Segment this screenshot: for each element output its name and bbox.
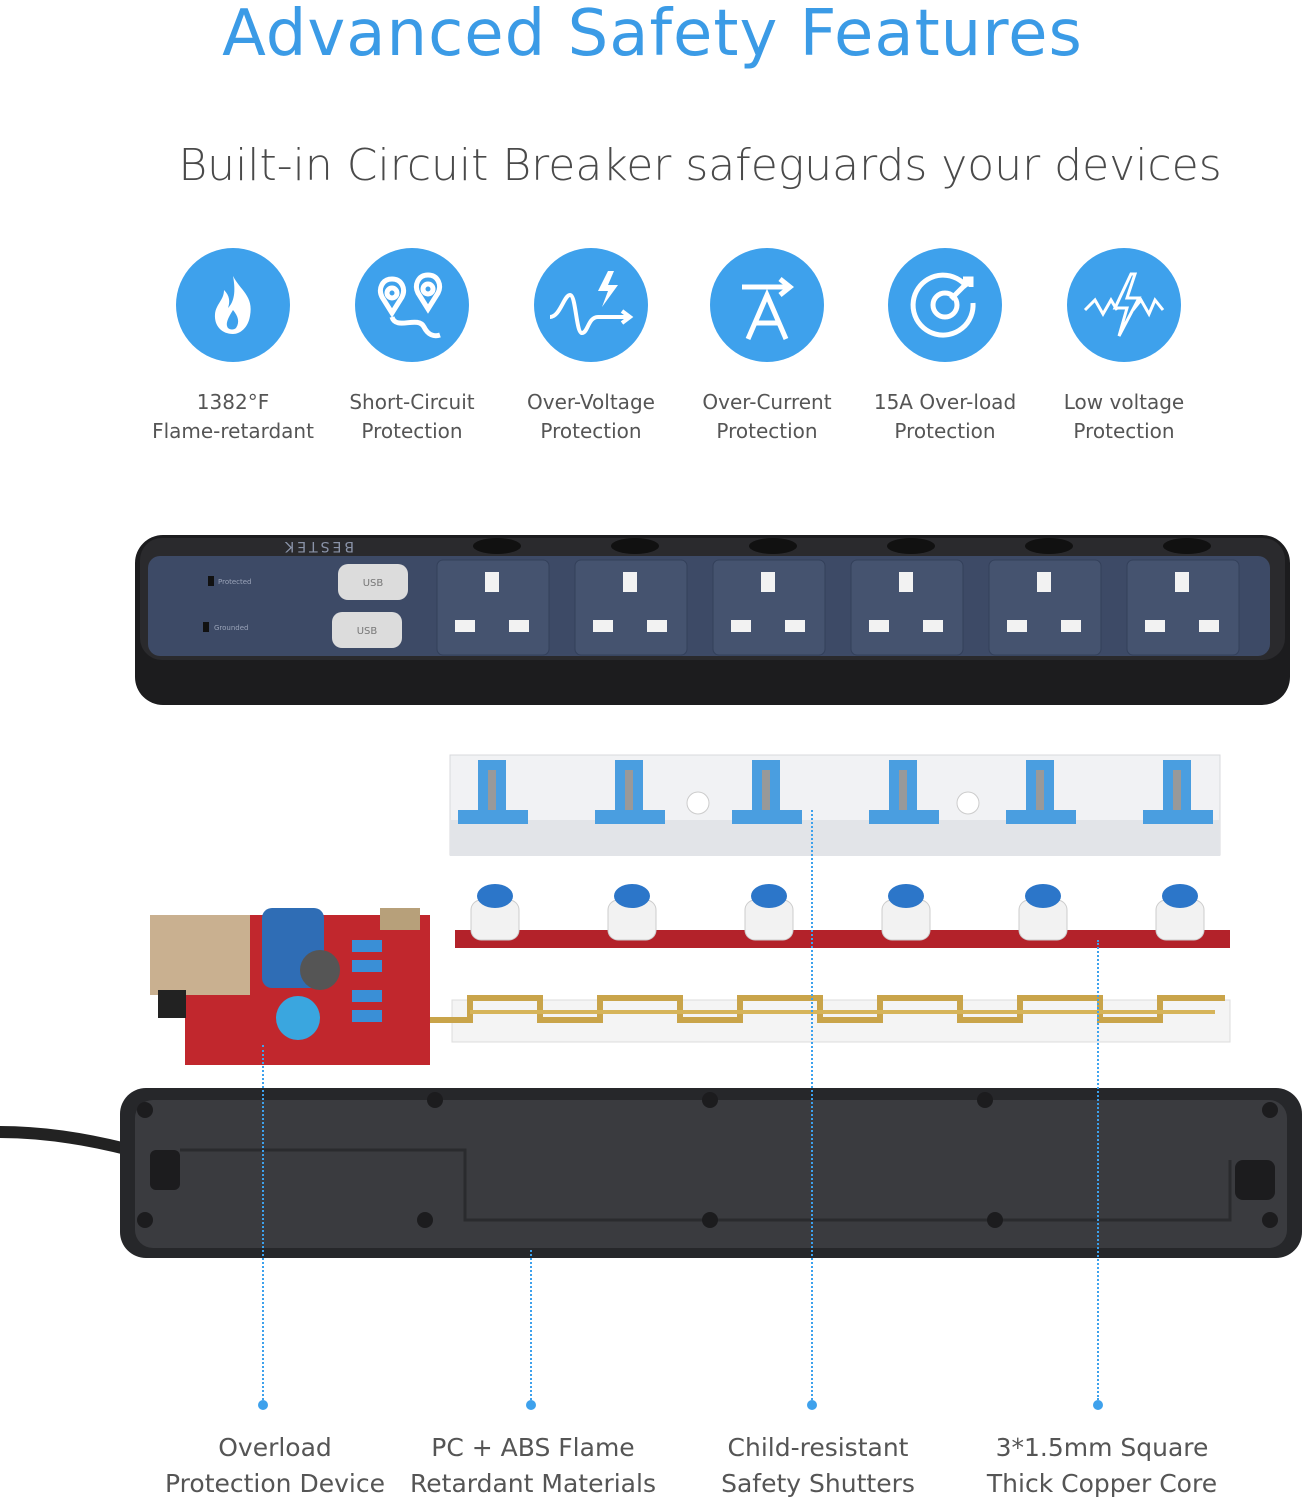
- overload-protection-pcb: [150, 908, 430, 1065]
- callout-line1: PC + ABS Flame: [431, 1433, 635, 1462]
- usb-port: USB: [332, 612, 402, 648]
- page-title: Advanced Safety Features: [222, 0, 1083, 71]
- rocker-switch: [881, 884, 931, 941]
- switch-hole: [1025, 538, 1073, 554]
- over-voltage-icon: [534, 248, 648, 362]
- feature-line1: Low voltage: [1063, 390, 1185, 414]
- low-voltage-icon: [1067, 248, 1181, 362]
- uk-socket: [988, 559, 1102, 656]
- feature-flame: 1382°F Flame-retardant: [143, 248, 323, 446]
- switch-hole: [611, 538, 659, 554]
- uk-socket: [1126, 559, 1240, 656]
- feature-line2: Flame-retardant: [152, 419, 314, 443]
- feature-line2: Protection: [894, 419, 996, 443]
- switch-hole: [1163, 538, 1211, 554]
- overload-icon: [888, 248, 1002, 362]
- callout-dot: [258, 1400, 268, 1410]
- callout-line: [262, 1045, 264, 1400]
- brand-text: BESTEK: [282, 538, 354, 554]
- switch-hole: [473, 538, 521, 554]
- feature-line1: 15A Over-load: [873, 390, 1017, 414]
- copper-rails: [430, 995, 1231, 1043]
- feature-line1: 1382°F: [196, 390, 270, 414]
- safety-shutter: [869, 760, 939, 824]
- exploded-product-illustration: BESTEK Protected Grounded USB USB: [0, 535, 1302, 1258]
- safety-shutter: [1006, 760, 1076, 824]
- callout-line: [530, 1250, 532, 1400]
- page-subtitle: Built-in Circuit Breaker safeguards your…: [178, 140, 1222, 191]
- feature-line1: Over-Voltage: [527, 390, 655, 414]
- uk-socket: [712, 559, 826, 656]
- safety-shutter: [458, 760, 528, 824]
- indicator-grounded: Grounded: [214, 624, 249, 632]
- callout-line2: Thick Copper Core: [986, 1469, 1218, 1498]
- rocker-switch: [607, 884, 657, 941]
- safety-shutter-tray: [449, 754, 1221, 856]
- switch-hole: [887, 538, 935, 554]
- safety-shutter: [1143, 760, 1213, 824]
- callout-line2: Retardant Materials: [410, 1469, 656, 1498]
- callout-dot: [1093, 1400, 1103, 1410]
- callout-line: [811, 810, 813, 1400]
- svg-text:USB: USB: [363, 578, 384, 589]
- rocker-switch: [1018, 884, 1068, 941]
- rocker-switch: [1155, 884, 1205, 941]
- short-circuit-icon: [355, 248, 469, 362]
- callout-line1: Overload: [218, 1433, 332, 1462]
- feature-line2: Protection: [361, 419, 463, 443]
- uk-socket: [436, 559, 550, 656]
- feature-line2: Protection: [716, 419, 818, 443]
- switch-hole: [749, 538, 797, 554]
- indicator-protected: Protected: [218, 578, 252, 586]
- rocker-switch: [470, 884, 520, 941]
- safety-shutter: [595, 760, 665, 824]
- svg-text:USB: USB: [357, 626, 378, 637]
- feature-line1: Short-Circuit: [349, 390, 475, 414]
- rocker-switch: [744, 884, 794, 941]
- callout-dot: [526, 1400, 536, 1410]
- feature-line2: Protection: [1073, 419, 1175, 443]
- callout-line1: 3*1.5mm Square: [995, 1433, 1209, 1462]
- uk-socket: [850, 559, 964, 656]
- callout-line2: Protection Device: [165, 1469, 385, 1498]
- callout-line1: Child-resistant: [727, 1433, 909, 1462]
- over-current-icon: [710, 248, 824, 362]
- switch-board: [455, 884, 1230, 948]
- feature-line1: Over-Current: [702, 390, 832, 414]
- callout-dot: [807, 1400, 817, 1410]
- uk-socket: [574, 559, 688, 656]
- safety-shutter: [732, 760, 802, 824]
- power-strip: BESTEK Protected Grounded USB USB: [135, 535, 1290, 705]
- callout-line: [1097, 940, 1099, 1400]
- flame-icon: [176, 248, 290, 362]
- callout-line2: Safety Shutters: [721, 1469, 915, 1498]
- bottom-housing: [0, 1088, 1302, 1258]
- feature-line2: Protection: [540, 419, 642, 443]
- usb-port: USB: [338, 564, 408, 600]
